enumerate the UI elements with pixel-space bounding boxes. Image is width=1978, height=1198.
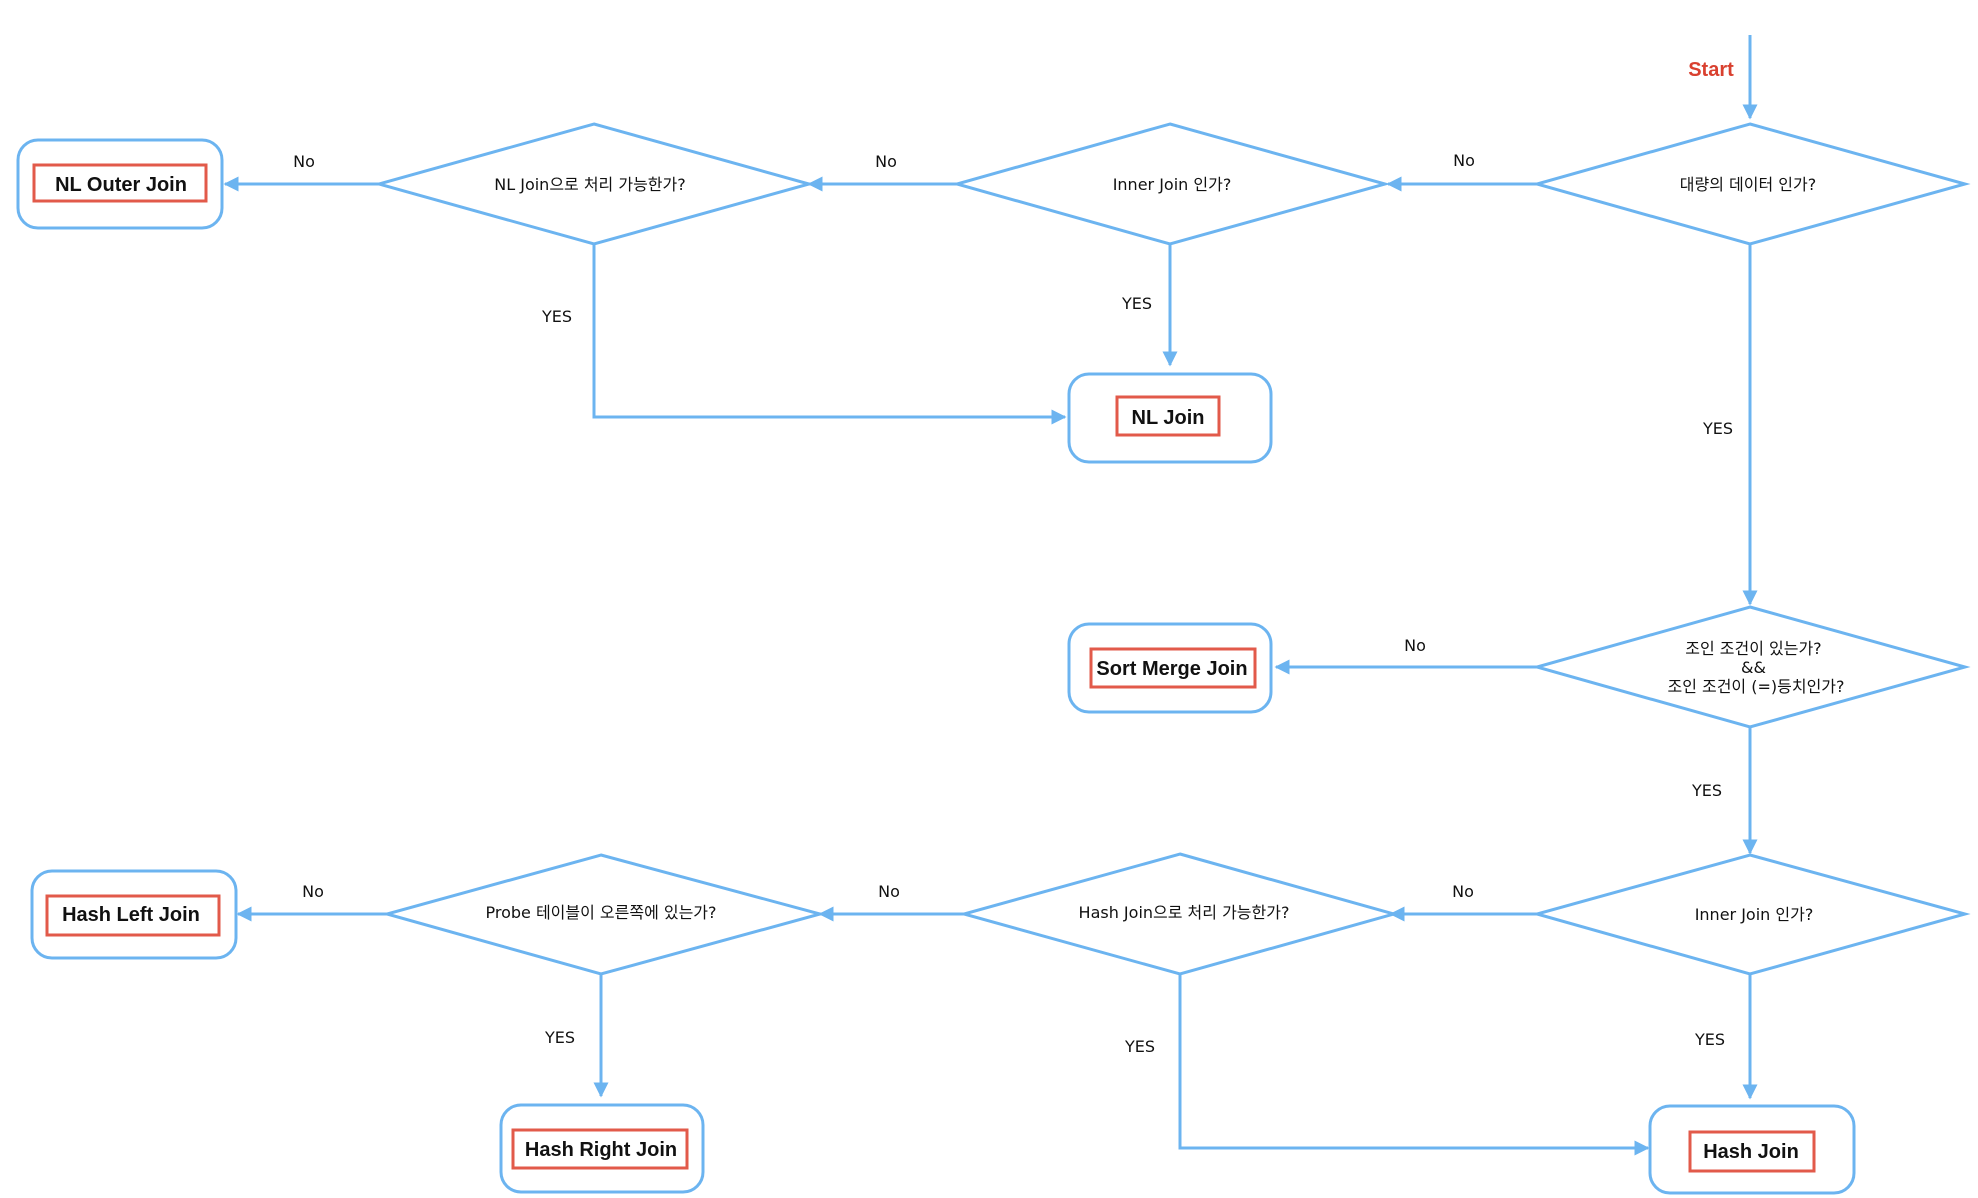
decision-diamond bbox=[1531, 853, 1971, 976]
result-label: NL Join bbox=[1132, 407, 1205, 429]
decision-inner-join-bottom: Inner Join 인가? bbox=[1531, 853, 1971, 976]
label-no: No bbox=[293, 152, 315, 171]
decision-hash-possible: Hash Join으로 처리 가능한가? bbox=[958, 852, 1400, 976]
result-highlight bbox=[32, 163, 208, 203]
edges bbox=[223, 35, 1758, 1156]
result-box bbox=[1067, 622, 1273, 714]
decision-diamond bbox=[951, 122, 1391, 246]
result-label: Hash Join bbox=[1703, 1141, 1799, 1163]
label-no: No bbox=[875, 152, 897, 171]
decision-inner-join-top: Inner Join 인가? bbox=[951, 122, 1391, 246]
result-box bbox=[16, 138, 224, 230]
edge-labels: No No No YES YES YES No YES No No No YES… bbox=[293, 151, 1733, 1056]
label-yes: YES bbox=[1124, 1037, 1155, 1056]
result-highlight bbox=[45, 894, 221, 937]
label-yes: YES bbox=[541, 307, 572, 326]
decision-text: Inner Join 인가? bbox=[1113, 175, 1232, 194]
decision-text: Inner Join 인가? bbox=[1695, 905, 1814, 924]
result-label: NL Outer Join bbox=[55, 174, 187, 196]
result-highlight bbox=[1089, 647, 1257, 689]
decision-diamond bbox=[373, 122, 815, 246]
edge-hash-possible-yes bbox=[1178, 974, 1650, 1156]
result-highlight bbox=[1688, 1130, 1816, 1173]
decision-text: 조인 조건이 있는가? && 조인 조건이 (=)등치인가? bbox=[1667, 639, 1844, 696]
result-highlight bbox=[1115, 395, 1221, 437]
decision-nl-possible: NL Join으로 처리 가능한가? bbox=[373, 122, 815, 246]
result-hash-right-join: Hash Right Join bbox=[499, 1103, 705, 1194]
label-no: No bbox=[302, 882, 324, 901]
label-yes: YES bbox=[1702, 419, 1733, 438]
start-label: Start bbox=[1688, 59, 1734, 81]
decision-diamond bbox=[381, 853, 826, 976]
decision-text: Hash Join으로 처리 가능한가? bbox=[1079, 903, 1290, 922]
edge-nl-possible-yes bbox=[592, 244, 1067, 425]
label-no: No bbox=[878, 882, 900, 901]
decision-join-condition: 조인 조건이 있는가? && 조인 조건이 (=)등치인가? bbox=[1531, 605, 1971, 729]
decision-diamond bbox=[1531, 605, 1971, 729]
result-label: Hash Right Join bbox=[525, 1139, 677, 1161]
result-label: Hash Left Join bbox=[62, 904, 200, 926]
result-label: Sort Merge Join bbox=[1096, 658, 1247, 680]
result-nl-join: NL Join bbox=[1067, 372, 1273, 464]
result-highlight bbox=[511, 1128, 689, 1170]
decision-text: NL Join으로 처리 가능한가? bbox=[494, 175, 686, 194]
decision-probe-right: Probe 테이블이 오른쪽에 있는가? bbox=[381, 853, 826, 976]
label-yes: YES bbox=[1694, 1030, 1725, 1049]
result-nl-outer-join: NL Outer Join bbox=[16, 138, 224, 230]
label-no: No bbox=[1452, 882, 1474, 901]
label-no: No bbox=[1404, 636, 1426, 655]
label-yes: YES bbox=[544, 1028, 575, 1047]
label-yes: YES bbox=[1121, 294, 1152, 313]
result-hash-join: Hash Join bbox=[1648, 1104, 1856, 1195]
decision-text: 대량의 데이터 인가? bbox=[1680, 175, 1816, 194]
label-no: No bbox=[1453, 151, 1475, 170]
result-hash-left-join: Hash Left Join bbox=[30, 869, 238, 960]
result-box bbox=[499, 1103, 705, 1194]
label-yes: YES bbox=[1691, 781, 1722, 800]
result-sort-merge-join: Sort Merge Join bbox=[1067, 622, 1273, 714]
decision-diamond bbox=[958, 852, 1400, 976]
decision-large-data: 대량의 데이터 인가? bbox=[1531, 122, 1971, 246]
decision-text: Probe 테이블이 오른쪽에 있는가? bbox=[485, 903, 716, 922]
decision-diamond bbox=[1531, 122, 1971, 246]
